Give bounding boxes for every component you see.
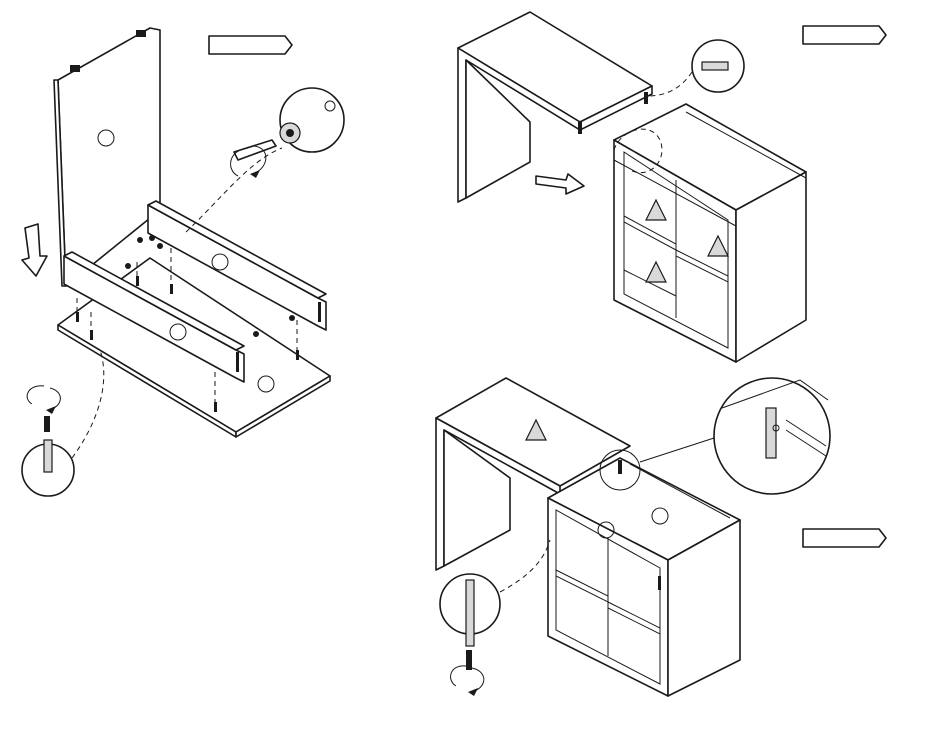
side-panel <box>54 28 160 286</box>
step-b-label-arrow <box>803 26 886 44</box>
cabinet-unit <box>614 104 806 362</box>
step-b-group <box>458 12 886 362</box>
screw-detail-c <box>440 540 550 696</box>
cabinet-assembled <box>548 458 740 696</box>
screwdriver-rotate-icon-top <box>231 140 276 178</box>
step-c-group <box>436 378 886 696</box>
step-c-label-arrow <box>803 529 886 547</box>
cam-lock-detail <box>186 88 344 232</box>
step-a-label-arrow <box>209 36 292 54</box>
screw-icon <box>466 580 474 646</box>
down-arrow-icon <box>22 224 47 276</box>
step-a-group <box>22 28 344 496</box>
slide-arrow-icon <box>536 174 584 194</box>
dowel-detail <box>648 40 744 96</box>
screw-detail-a <box>22 350 104 496</box>
dowel-icon <box>702 62 728 70</box>
